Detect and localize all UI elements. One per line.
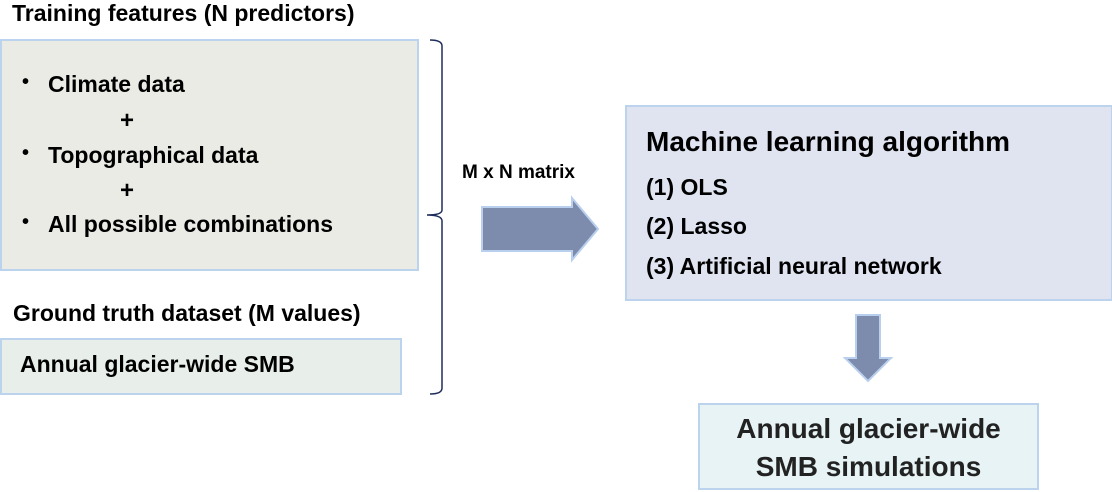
feature-label: All possible combinations	[48, 211, 333, 237]
output-line-2: SMB simulations	[755, 451, 982, 482]
ml-item-ann: (3) Artificial neural network	[646, 253, 942, 279]
ml-algorithm-title: Machine learning algorithm	[646, 126, 1011, 157]
ground-truth-heading: Ground truth dataset (M values)	[13, 300, 361, 326]
output-box: Annual glacier-wide SMB simulations	[698, 403, 1039, 490]
bullet-icon: •	[22, 71, 30, 93]
ml-algorithm-box: Machine learning algorithm (1) OLS (2) L…	[625, 105, 1112, 301]
bullet-icon: •	[22, 211, 30, 233]
training-features-heading: Training features (N predictors)	[12, 0, 355, 26]
down-arrow-icon	[842, 314, 894, 383]
bullet-icon: •	[22, 142, 30, 164]
plus-icon: +	[120, 107, 135, 134]
ml-item-lasso: (2) Lasso	[646, 213, 747, 239]
plus-icon: +	[120, 177, 135, 204]
matrix-label: M x N matrix	[462, 162, 575, 183]
grouping-brace	[426, 39, 443, 395]
ml-item-ols: (1) OLS	[646, 174, 728, 200]
ground-truth-box: Annual glacier-wide SMB	[0, 338, 402, 395]
training-features-box: • Climate data + • Topographical data + …	[0, 39, 419, 271]
feature-label: Climate data	[48, 71, 185, 97]
feature-label: Topographical data	[48, 142, 259, 168]
ground-truth-label: Annual glacier-wide SMB	[20, 351, 295, 377]
right-arrow-icon	[481, 195, 600, 263]
output-line-1: Annual glacier-wide	[736, 413, 1001, 444]
